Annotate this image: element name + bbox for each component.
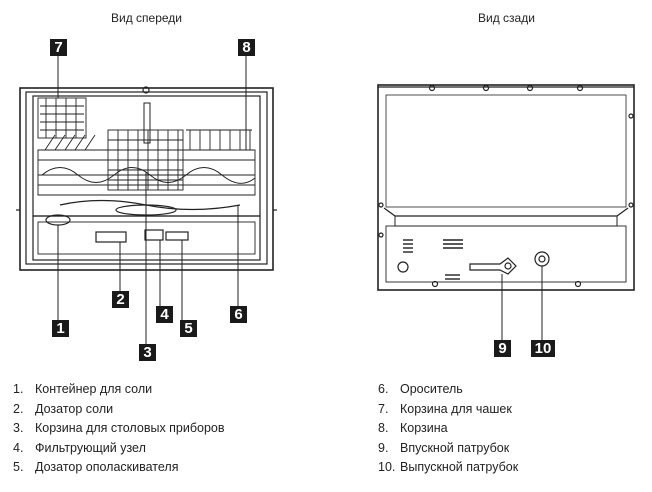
salt-dispenser-drawing (95, 231, 127, 243)
front-view-title: Вид спереди (111, 11, 183, 25)
callout-3-cutlery-basket: 3 (139, 344, 156, 361)
legend-item: 10.Выпускной патрубок (378, 460, 519, 474)
legend-item: 4.Фильтрующий узел (13, 440, 146, 455)
callout-2-salt-dispenser: 2 (112, 291, 129, 308)
filter-assembly-drawing (144, 229, 164, 241)
callout-1-salt-container: 1 (52, 320, 69, 337)
legend-item: 6.Ороситель (378, 382, 463, 396)
legend-item: 5.Дозатор ополаскивателя (13, 460, 179, 474)
legend-item: 2.Дозатор соли (13, 401, 114, 416)
back-view-title: Вид сзади (478, 11, 535, 25)
cup-basket-drawing (37, 97, 87, 139)
legend-item: 1.Контейнер для соли (13, 382, 153, 396)
callout-7-cup-basket: 7 (50, 39, 67, 56)
legend-left: 1.Контейнер для соли 2.Дозатор соли 3.Ко… (13, 380, 225, 478)
callout-9-inlet-hose: 9 (494, 340, 511, 357)
outlet-hose-drawing (534, 251, 550, 267)
legend-right: 6.Ороситель 7.Корзина для чашек 8.Корзин… (378, 380, 518, 478)
back-view-drawing (377, 84, 635, 340)
callout-4-filter-assembly: 4 (156, 306, 173, 323)
callout-10-outlet-hose: 10 (531, 340, 555, 357)
legend-item: 7.Корзина для чашек (378, 401, 512, 416)
legend-item: 9.Впускной патрубок (378, 440, 510, 455)
inlet-hose-drawing (469, 257, 517, 275)
callout-5-rinse-aid-dispenser: 5 (180, 320, 197, 337)
legend-item: 3.Корзина для столовых приборов (13, 421, 225, 435)
front-view-drawing (16, 56, 277, 344)
legend-item: 8.Корзина (378, 421, 448, 435)
callout-6-spray-arm: 6 (230, 306, 247, 323)
callout-8-basket: 8 (238, 39, 255, 56)
spray-arm-drawing (59, 199, 241, 216)
rinse-aid-dispenser-drawing (165, 231, 189, 241)
